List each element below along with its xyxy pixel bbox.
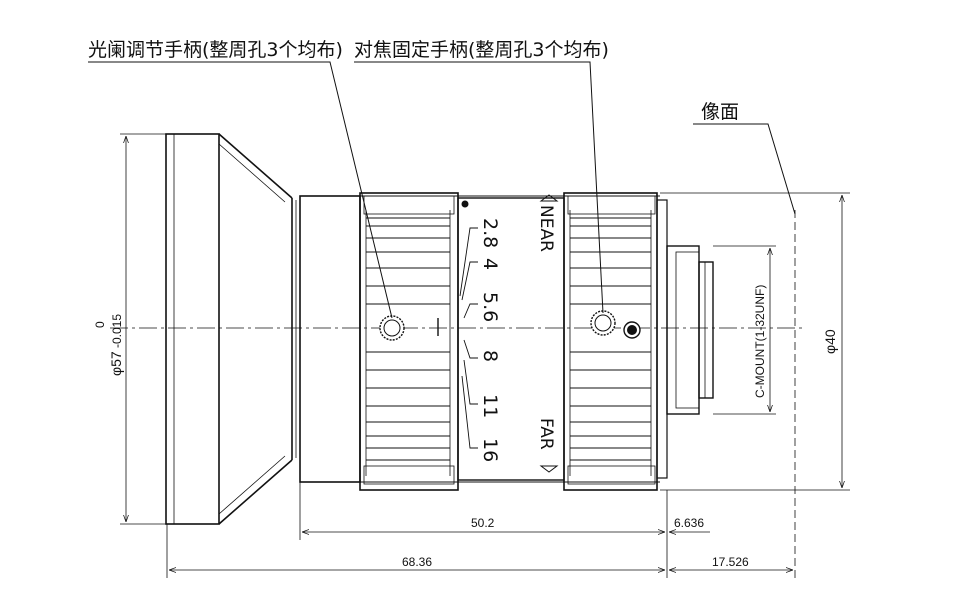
near-label: NEAR [536, 205, 556, 252]
f-stop-8: 8 [479, 350, 501, 362]
dim-total-length: 68.36 [402, 555, 432, 569]
f-stop-4: 4 [479, 258, 501, 270]
aperture-handle-hole [379, 315, 405, 341]
c-mount [666, 245, 714, 415]
svg-text:-0.015: -0.015 [110, 314, 124, 348]
aperture-scale-ticks [459, 227, 478, 449]
dim-front-diameter: φ57 0 -0.015 [93, 314, 124, 376]
focus-handle-hole [590, 310, 616, 336]
mount-label: C-MOUNT(1-32UNF) [753, 285, 767, 398]
extension-lines [120, 133, 850, 578]
f-stop-11: 11 [479, 394, 501, 418]
f-stop-16: 16 [479, 438, 501, 462]
near-marker: NEAR [536, 194, 559, 252]
dim-rear-diameter: φ40 [822, 329, 838, 354]
svg-text:0: 0 [93, 321, 107, 328]
screw-icon [623, 321, 641, 339]
aperture-ring [359, 192, 459, 491]
f-stop-5-6: 5.6 [479, 292, 501, 322]
dim-back-focus: 17.526 [712, 555, 749, 569]
dimension-lines [126, 136, 842, 570]
focus-ring [563, 192, 668, 491]
aperture-handle-label: 光阑调节手柄(整周孔3个均布) [88, 39, 343, 61]
far-marker: FAR [536, 418, 559, 473]
focus-handle-label: 对焦固定手柄(整周孔3个均布) [354, 39, 609, 61]
aperture-scale: 2.8 4 5.6 8 11 16 [479, 218, 501, 462]
leader-lines [88, 61, 796, 319]
dim-flange: 6.636 [674, 516, 704, 530]
f-stop-2-8: 2.8 [479, 218, 501, 248]
lens-body [291, 195, 660, 483]
image-plane-label: 像面 [701, 101, 739, 123]
far-label: FAR [536, 418, 556, 450]
dim-body-length: 50.2 [471, 516, 495, 530]
svg-text:φ57: φ57 [108, 351, 124, 376]
front-flange [165, 133, 293, 525]
